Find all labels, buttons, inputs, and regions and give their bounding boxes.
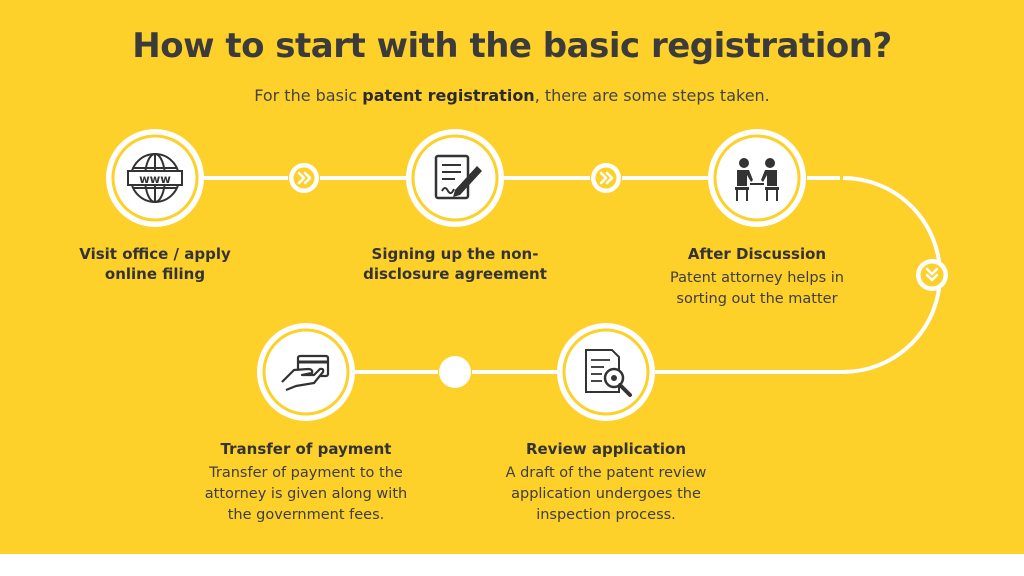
infographic-canvas: How to start with the basic registration… [0,0,1024,554]
subtitle-suffix: , there are some steps taken. [534,86,770,105]
step-circle-signing-nda [406,129,504,227]
arrow-right-badge [591,163,621,193]
bottom-strip [0,554,1024,576]
connector-dot [439,356,471,388]
step-circle-review-application [557,323,655,421]
step-desc-after-discussion: Patent attorney helps in sorting out the… [670,270,844,307]
step-label-visit-office: Visit office / apply online filing [79,245,231,283]
step-circle-after-discussion [708,129,806,227]
arrow-right-badge [289,163,319,193]
step-label-review-application: Review application [525,440,687,458]
step-label-signing-nda: Signing up the non-disclosure agreement [363,245,547,283]
subtitle-prefix: For the basic [254,86,363,105]
step-circle-visit-office: www [106,129,204,227]
globe-www-icon: www [127,153,183,203]
discussion-people-icon [735,158,779,201]
step-desc-review-application: A draft of the patent review application… [505,465,707,523]
subtitle-bold: patent registration [362,86,535,105]
step-label-transfer-payment: Transfer of payment [220,440,392,458]
document-signing-icon [434,154,482,200]
step-circle-transfer-payment [257,323,355,421]
step-label-after-discussion: After Discussion [687,245,827,263]
subtitle: For the basic patent registration, there… [0,86,1024,105]
process-flow: www [106,129,948,421]
step-desc-transfer-payment: Transfer of payment to the attorney is g… [204,465,408,523]
svg-text:www: www [139,172,171,186]
hand-card-payment-icon [281,354,330,392]
document-review-magnifier-icon [585,349,632,397]
arrow-down-badge [916,259,948,291]
page-title: How to start with the basic registration… [132,26,892,66]
